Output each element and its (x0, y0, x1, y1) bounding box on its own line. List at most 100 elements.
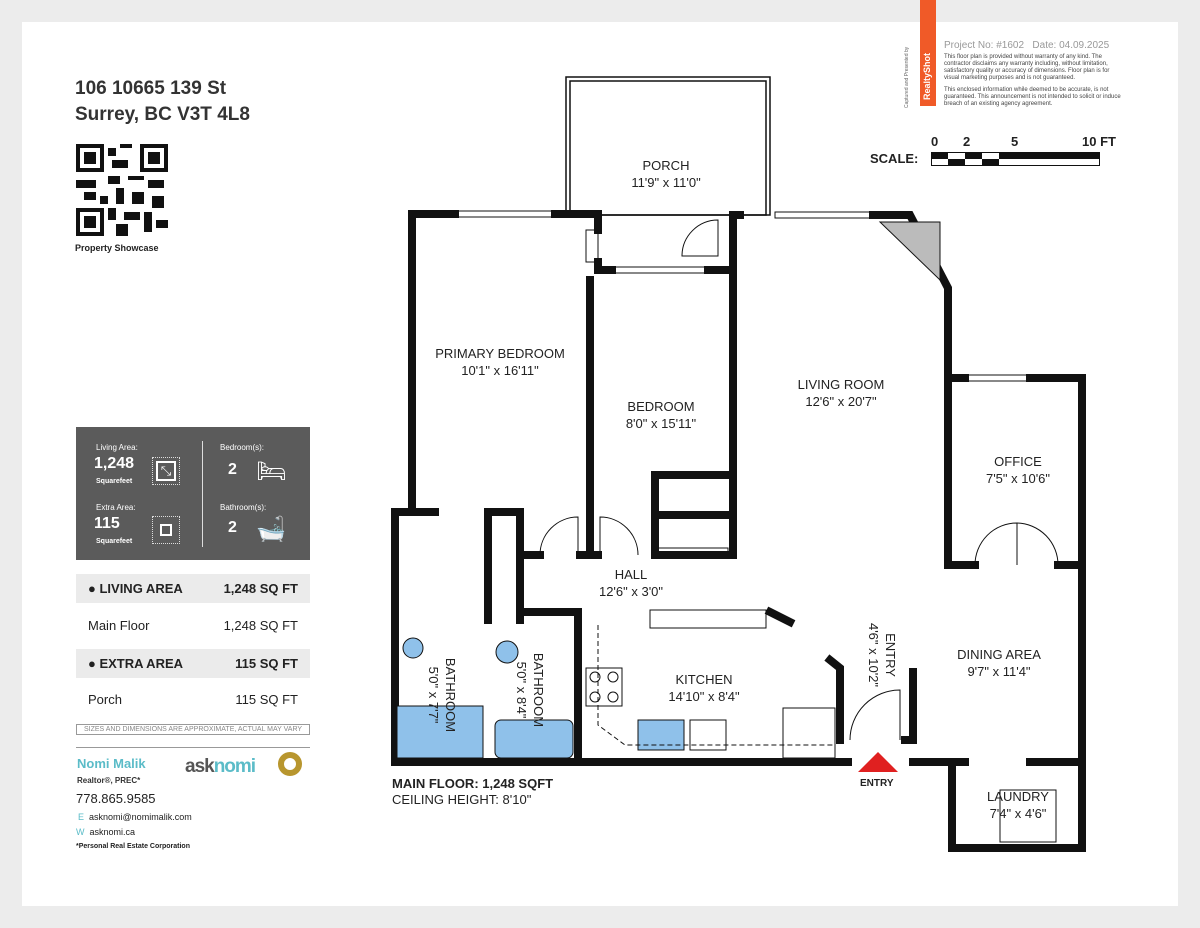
living-area-unit: Squarefeet (96, 478, 133, 485)
expand-icon: ⤡ (152, 457, 180, 485)
bathrooms-label: Bathroom(s): (220, 503, 267, 512)
agent-note: *Personal Real Estate Corporation (76, 843, 190, 850)
row-label: Porch (88, 692, 122, 707)
agent-name: Nomi Malik (77, 756, 146, 771)
row-value: 115 SQ FT (235, 656, 298, 671)
row-label: LIVING AREA (99, 581, 183, 596)
stats-panel: Living Area: 1,248 Squarefeet ⤡ Extra Ar… (76, 427, 310, 560)
porch-outline (565, 76, 771, 216)
room-name: OFFICE (994, 454, 1042, 469)
room-dimensions: 4'6" x 10'2" (866, 622, 881, 688)
row-value: 1,248 SQ FT (223, 581, 298, 596)
room-bedroom: BEDROOM 8'0" x 15'11" (626, 398, 696, 432)
room-dimensions: 7'4" x 4'6" (989, 806, 1047, 821)
walls (391, 210, 1086, 852)
room-name: BEDROOM (627, 399, 695, 414)
porch-row: Porch 115 SQ FT (76, 685, 310, 714)
row-value: 1,248 SQ FT (223, 618, 298, 633)
room-dimensions: 9'7" x 11'4" (967, 664, 1031, 679)
row-label: EXTRA AREA (99, 656, 184, 671)
email-prefix: E (78, 812, 85, 822)
asknomi-logo: asknomi (185, 756, 256, 777)
bathtub-icon: 🛁 (256, 516, 286, 543)
realtyshot-logo: RealtyShot (920, 0, 936, 106)
project-number: Project No: #1602 (944, 40, 1025, 51)
extra-area-label: Extra Area: (96, 503, 136, 512)
project-info: Project No: #1602 Date: 04.09.2025 (944, 40, 1109, 51)
room-name: BATHROOM (443, 657, 458, 733)
disclaimer: SIZES AND DIMENSIONS ARE APPROXIMATE, AC… (76, 724, 310, 735)
room-dining-area: DINING AREA 9'7" x 11'4" (957, 646, 1041, 680)
windows-doors (396, 210, 1059, 843)
room-name: DINING AREA (957, 647, 1041, 662)
room-name: BATHROOM (531, 652, 546, 728)
scale-label: SCALE: (870, 151, 919, 166)
living-area-value: 1,248 (94, 455, 135, 472)
room-dimensions: 11'9" x 11'0" (631, 175, 701, 190)
extra-area-unit: Squarefeet (96, 538, 133, 545)
scale-tick: 0 (931, 134, 939, 149)
web-prefix: W (76, 827, 85, 837)
living-area-row: ● LIVING AREA 1,248 SQ FT (76, 574, 310, 603)
extra-area-value: 115 (94, 515, 120, 532)
room-name: HALL (614, 567, 648, 582)
floor-title: MAIN FLOOR: 1,248 SQFT (392, 776, 554, 791)
row-label: Main Floor (88, 618, 150, 633)
room-name: LAUNDRY (987, 789, 1049, 804)
bullet-icon: ● (88, 581, 100, 596)
qr-label: Property Showcase (75, 243, 159, 253)
brokerage-logo (278, 752, 302, 776)
agent-email[interactable]: asknomi@nomimalik.com (89, 812, 192, 822)
room-dimensions: 5'0" x 7'7" (426, 666, 441, 724)
bullet-icon: ● (88, 656, 100, 671)
scale-bar (931, 152, 1100, 166)
project-date: Date: 04.09.2025 (1032, 40, 1110, 51)
area-icon (152, 516, 180, 544)
room-hall: HALL 12'6" x 3'0" (599, 566, 663, 600)
room-dimensions: 12'6" x 20'7" (805, 394, 877, 409)
agent-website[interactable]: asknomi.ca (89, 827, 136, 837)
room-name: ENTRY (883, 633, 898, 677)
living-area-label: Living Area: (96, 443, 138, 452)
room-dimensions: 5'0" x 8'4" (514, 661, 529, 719)
entry-arrow-icon (858, 752, 898, 772)
main-floor-row: Main Floor 1,248 SQ FT (76, 611, 310, 640)
bedrooms-value: 2 (228, 461, 237, 478)
row-value: 115 SQ FT (235, 692, 298, 707)
room-name: PRIMARY BEDROOM (435, 346, 565, 361)
divider (202, 441, 203, 547)
entry-label: ENTRY (860, 778, 894, 789)
legal-text-2: This enclosed information while deemed t… (944, 87, 1121, 107)
bathrooms-value: 2 (228, 519, 237, 536)
room-porch: PORCH 11'9" x 11'0" (631, 157, 700, 191)
bedrooms-label: Bedroom(s): (220, 443, 265, 452)
scale-tick: 5 (1011, 134, 1019, 149)
agent-title: Realtor®, PREC* (77, 776, 141, 785)
scale-tick: 10 FT (1082, 134, 1116, 149)
scale-tick: 2 (963, 134, 971, 149)
divider (76, 747, 310, 748)
qr-code[interactable] (76, 144, 168, 236)
room-name: PORCH (642, 158, 690, 173)
room-laundry: LAUNDRY 7'4" x 4'6" (987, 788, 1049, 822)
extra-area-row: ● EXTRA AREA 115 SQ FT (76, 649, 310, 678)
room-dimensions: 7'5" x 10'6" (985, 471, 1051, 486)
room-name: KITCHEN (675, 672, 733, 687)
agent-phone[interactable]: 778.865.9585 (76, 791, 156, 806)
room-dimensions: 12'6" x 3'0" (598, 584, 664, 599)
room-living-room: LIVING ROOM 12'6" x 20'7" (798, 376, 885, 410)
room-office: OFFICE 7'5" x 10'6" (986, 453, 1050, 487)
room-name: LIVING ROOM (797, 377, 885, 392)
ceiling-height: CEILING HEIGHT: 8'10" (392, 792, 532, 807)
legal-text-1: This floor plan is provided without warr… (944, 54, 1110, 81)
room-kitchen: KITCHEN 14'10" x 8'4" (668, 671, 739, 705)
room-dimensions: 8'0" x 15'11" (625, 416, 697, 431)
room-dimensions: 14'10" x 8'4" (668, 689, 740, 704)
bed-icon: 🛏 (256, 458, 287, 485)
